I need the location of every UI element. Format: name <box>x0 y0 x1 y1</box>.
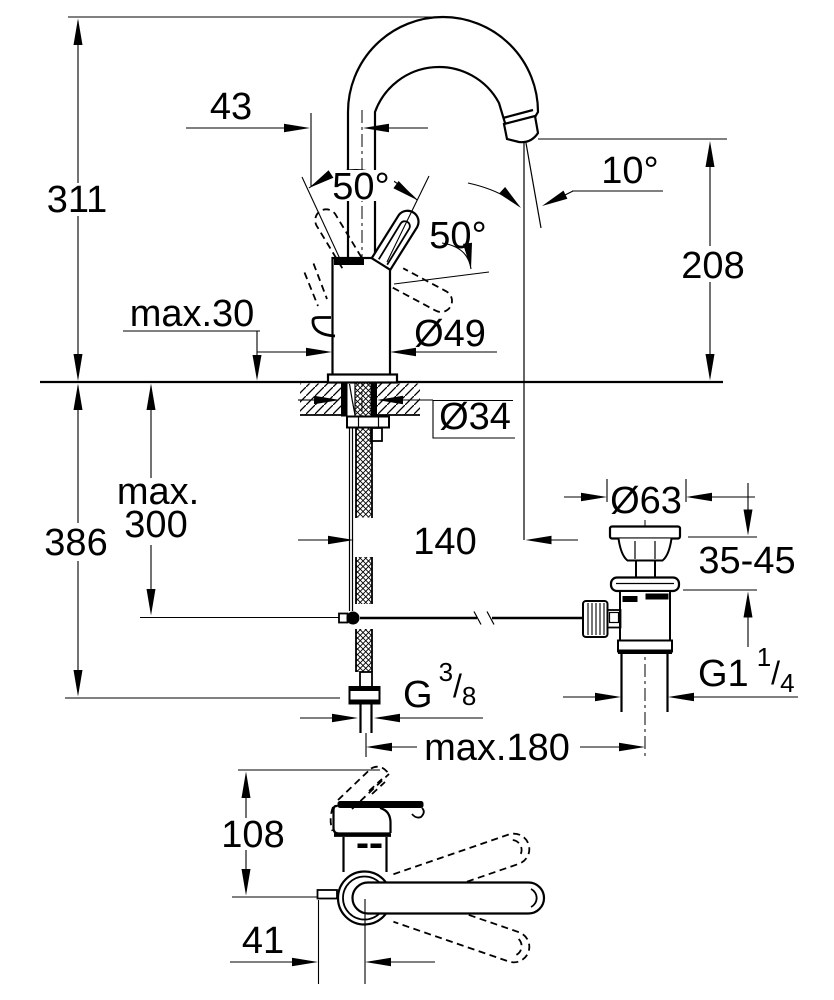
dim-waste-flange-diameter: Ø63 <box>610 480 682 522</box>
dim-hose-clearance-2: 300 <box>124 504 187 546</box>
faucet-body <box>311 256 399 384</box>
pop-up-waste <box>582 525 682 712</box>
dimensions-front <box>65 16 798 752</box>
dimensions-plan <box>230 769 435 984</box>
dim-hole-diameter: Ø34 <box>439 396 511 438</box>
dim-lever-swing-left: 50° <box>332 166 389 208</box>
plan-lever-bar <box>337 801 424 808</box>
rod-ball-joint <box>346 611 360 625</box>
dim-outlet-angle: 10° <box>601 150 658 192</box>
plan-faucet <box>316 765 546 964</box>
plan-lever-dashed-down <box>393 891 531 964</box>
water-stream <box>523 142 542 540</box>
dim-deck-thickness: max.30 <box>130 293 255 335</box>
front-view: 311 43 50° 50° 10° 208 max.30 Ø49 Ø34 ma… <box>40 15 798 769</box>
lever-handle <box>303 208 453 313</box>
angle-annotations <box>301 169 663 285</box>
dim-body-diameter: Ø49 <box>414 313 486 355</box>
dim-hose-clearance-1: max. <box>117 471 199 513</box>
labels-front: 311 43 50° 50° 10° 208 max.30 Ø49 Ø34 ma… <box>44 86 795 769</box>
lever-dashed-left <box>314 208 363 270</box>
plan-rod-nub <box>316 889 338 900</box>
lift-rod-hook <box>311 316 336 338</box>
spout-mousseur <box>502 114 540 144</box>
supply-hose <box>348 427 381 757</box>
dim-rod-offset: 41 <box>242 920 284 962</box>
plan-lever-dashed-up <box>393 832 531 905</box>
lever-solid <box>370 209 420 272</box>
plan-lever-solid <box>351 881 546 915</box>
dim-outlet-height: 208 <box>681 245 744 287</box>
dim-waste-offset: max.180 <box>424 727 570 769</box>
plan-view: 108 41 <box>221 765 546 984</box>
dim-height-below-deck: 386 <box>44 522 107 564</box>
dim-spout-projection: 140 <box>413 521 476 563</box>
labels-plan: 108 41 <box>221 814 284 962</box>
dim-supply-thread: G3/8 <box>403 657 476 716</box>
dim-lever-swing-right: 50° <box>429 215 486 257</box>
pop-up-rod <box>140 427 583 625</box>
countertop-section <box>40 380 723 442</box>
dim-basin-thickness: 35-45 <box>698 540 795 582</box>
dim-spout-offset: 43 <box>210 86 252 128</box>
spout <box>346 15 540 260</box>
dim-lever-height: 108 <box>221 814 284 856</box>
lever-dashed-right <box>392 267 453 313</box>
dim-total-height: 311 <box>47 179 108 221</box>
